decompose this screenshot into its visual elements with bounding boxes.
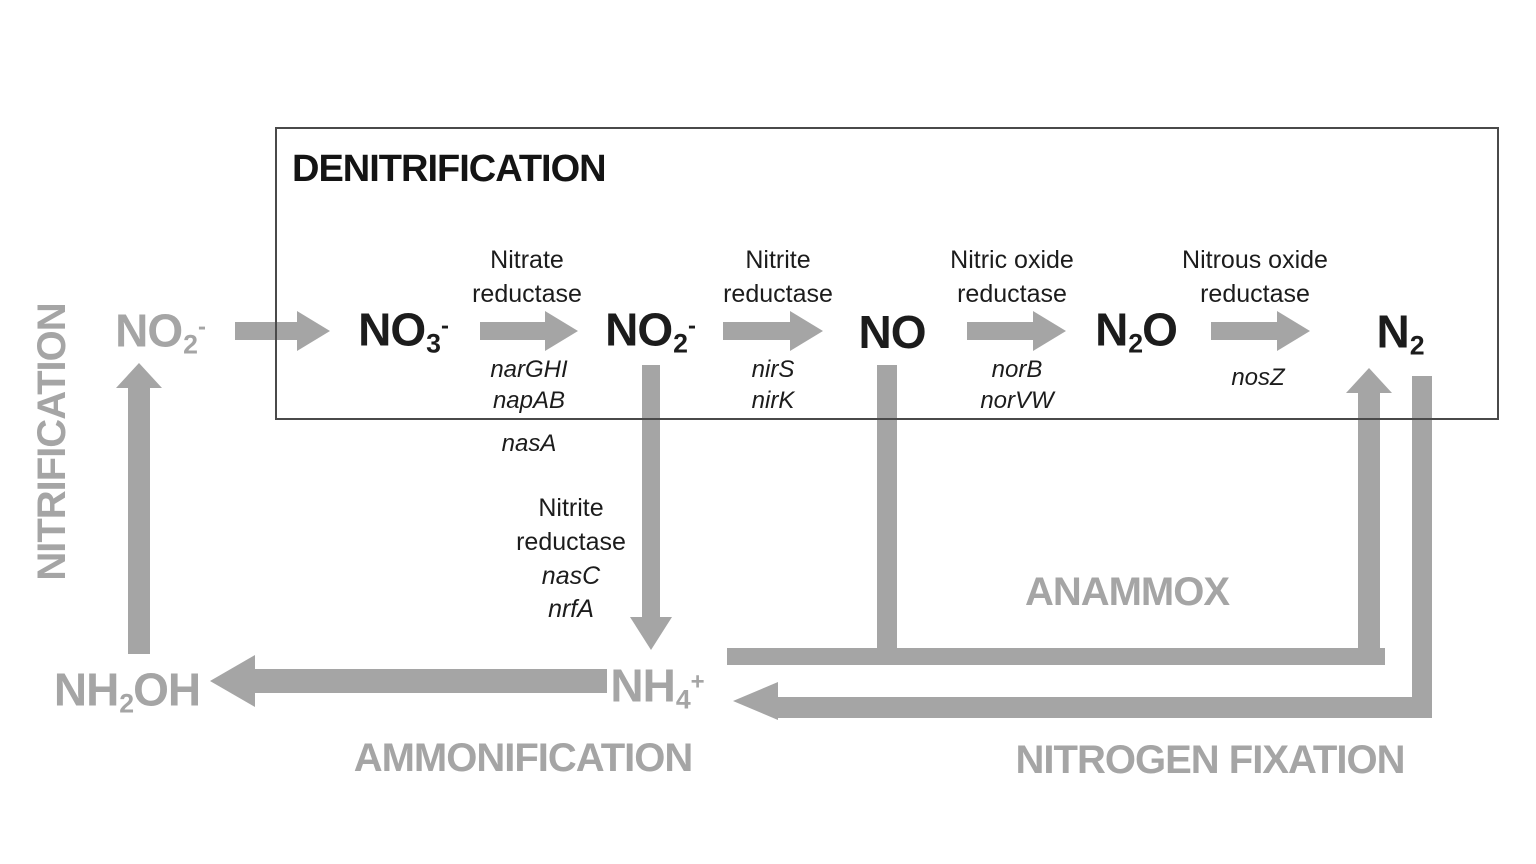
arrow-n2o-to-n2-body [1211, 322, 1277, 340]
gene-label: nrfA [548, 595, 594, 624]
formula-sub: 3 [426, 328, 441, 359]
arrow-nitrite-to-nitrate-body [235, 322, 297, 340]
gene-nosz: nosZ [1231, 362, 1284, 393]
enzyme-nitric-oxide-reductase: Nitric oxide reductase [950, 244, 1074, 312]
anammox-no-down-line [877, 365, 897, 663]
formula-base: N [1095, 303, 1128, 356]
gene-label: narGHI [490, 356, 568, 383]
formula-sub: 2 [1128, 328, 1143, 359]
arrow-no-to-n2o-body [967, 322, 1033, 340]
formula-sup: - [687, 312, 696, 340]
genes-nitrate-reductase: narGHI napAB [490, 354, 567, 416]
enzyme-line: Nitrous oxide [1182, 246, 1328, 274]
gene-label: norVW [980, 387, 1054, 415]
arrow-nh2oh-to-no2-body [128, 388, 150, 654]
molecule-no2-nitrification: NO2- [115, 304, 206, 360]
formula-sub: 4 [675, 684, 691, 715]
formula-base: NO [358, 303, 426, 356]
formula-base: NO [115, 304, 183, 357]
nfix-arrowhead [733, 682, 778, 720]
formula-sup: - [440, 312, 449, 340]
formula-base: NH [610, 659, 675, 712]
molecule-n2: N2 [1376, 305, 1425, 361]
enzyme-line: reductase [723, 279, 833, 308]
formula-base: O [1142, 303, 1178, 356]
pathway-nitrogen-fixation-label: NITROGEN FIXATION [1015, 738, 1406, 782]
formula-base: NH [53, 663, 119, 716]
formula-base: N [1376, 305, 1409, 358]
molecule-nh2oh: NH2OH [53, 663, 201, 719]
arrow-nh4-to-nh2oh-body [255, 669, 607, 693]
genes-nitrite-reductase: nirS nirK [752, 354, 795, 416]
nfix-horizontal-line [778, 697, 1432, 718]
arrow-no3-to-no2-head [545, 311, 578, 351]
enzyme-line: reductase [472, 279, 582, 308]
pathway-anammox-label: ANAMMOX [1024, 570, 1230, 614]
enzyme-line: reductase [1200, 279, 1310, 308]
formula-base: NO [858, 306, 927, 358]
molecule-n2o: N2O [1095, 303, 1178, 359]
arrow-no2-to-no-head [790, 311, 823, 351]
arrow-no2-to-nh4-head [630, 617, 672, 650]
molecule-no: NO [858, 306, 927, 358]
gene-label: nirS [751, 356, 795, 383]
formula-base: OH [133, 663, 201, 716]
enzyme-line: Nitrate [490, 246, 564, 274]
formula-sub: 2 [119, 688, 134, 719]
arrow-no2-to-no-body [723, 322, 790, 340]
formula-sub: 2 [1409, 330, 1425, 361]
gene-label: napAB [492, 387, 566, 415]
enzyme-line: reductase [957, 279, 1067, 308]
pathway-ammonification-label: AMMONIFICATION [353, 736, 694, 780]
enzyme-nitrate-reductase: Nitrate reductase [472, 244, 582, 312]
gene-label: nasA [501, 430, 557, 457]
gene-label: nasC [541, 561, 601, 590]
denitrification-title: DENITRIFICATION [292, 148, 607, 190]
enzyme-line: Nitrite [538, 494, 604, 522]
enzyme-dnra-nitrite-reductase: Nitrite reductase nasC nrfA [516, 492, 626, 627]
formula-sup: - [197, 313, 206, 341]
pathway-nitrification-label: NITRIFICATION [30, 303, 74, 581]
gene-nasa: nasA [502, 428, 557, 459]
anammox-horizontal-line [727, 648, 1385, 665]
enzyme-nitrite-reductase: Nitrite reductase [723, 244, 833, 312]
arrow-no-to-n2o-head [1033, 311, 1066, 351]
formula-base: NO [605, 303, 673, 356]
formula-sub: 2 [673, 328, 688, 359]
formula-sub: 2 [183, 329, 198, 360]
enzyme-line: Nitrite [745, 246, 811, 274]
anammox-up-line [1358, 393, 1380, 665]
arrow-nitrite-to-nitrate-head [297, 311, 330, 351]
gene-label: nosZ [1231, 364, 1285, 391]
gene-label: norB [991, 356, 1043, 383]
formula-sup: + [690, 668, 705, 696]
molecule-nh4: NH4+ [610, 659, 705, 715]
genes-nitric-oxide-reductase: norB norVW [980, 354, 1053, 416]
enzyme-line: reductase [516, 527, 626, 556]
molecule-no2: NO2- [605, 303, 696, 359]
molecule-no3: NO3- [358, 303, 449, 359]
gene-label: nirK [751, 387, 795, 415]
anammox-up-head [1346, 368, 1392, 393]
arrow-nh2oh-to-no2-head [116, 363, 162, 388]
arrow-no2-to-nh4-body [642, 365, 660, 617]
nfix-vertical-line [1412, 376, 1432, 718]
enzyme-line: Nitric oxide [950, 246, 1074, 274]
arrow-nh4-to-nh2oh-head [210, 655, 255, 707]
arrow-no3-to-no2-body [480, 322, 545, 340]
enzyme-nitrous-oxide-reductase: Nitrous oxide reductase [1182, 244, 1328, 312]
arrow-n2o-to-n2-head [1277, 311, 1310, 351]
